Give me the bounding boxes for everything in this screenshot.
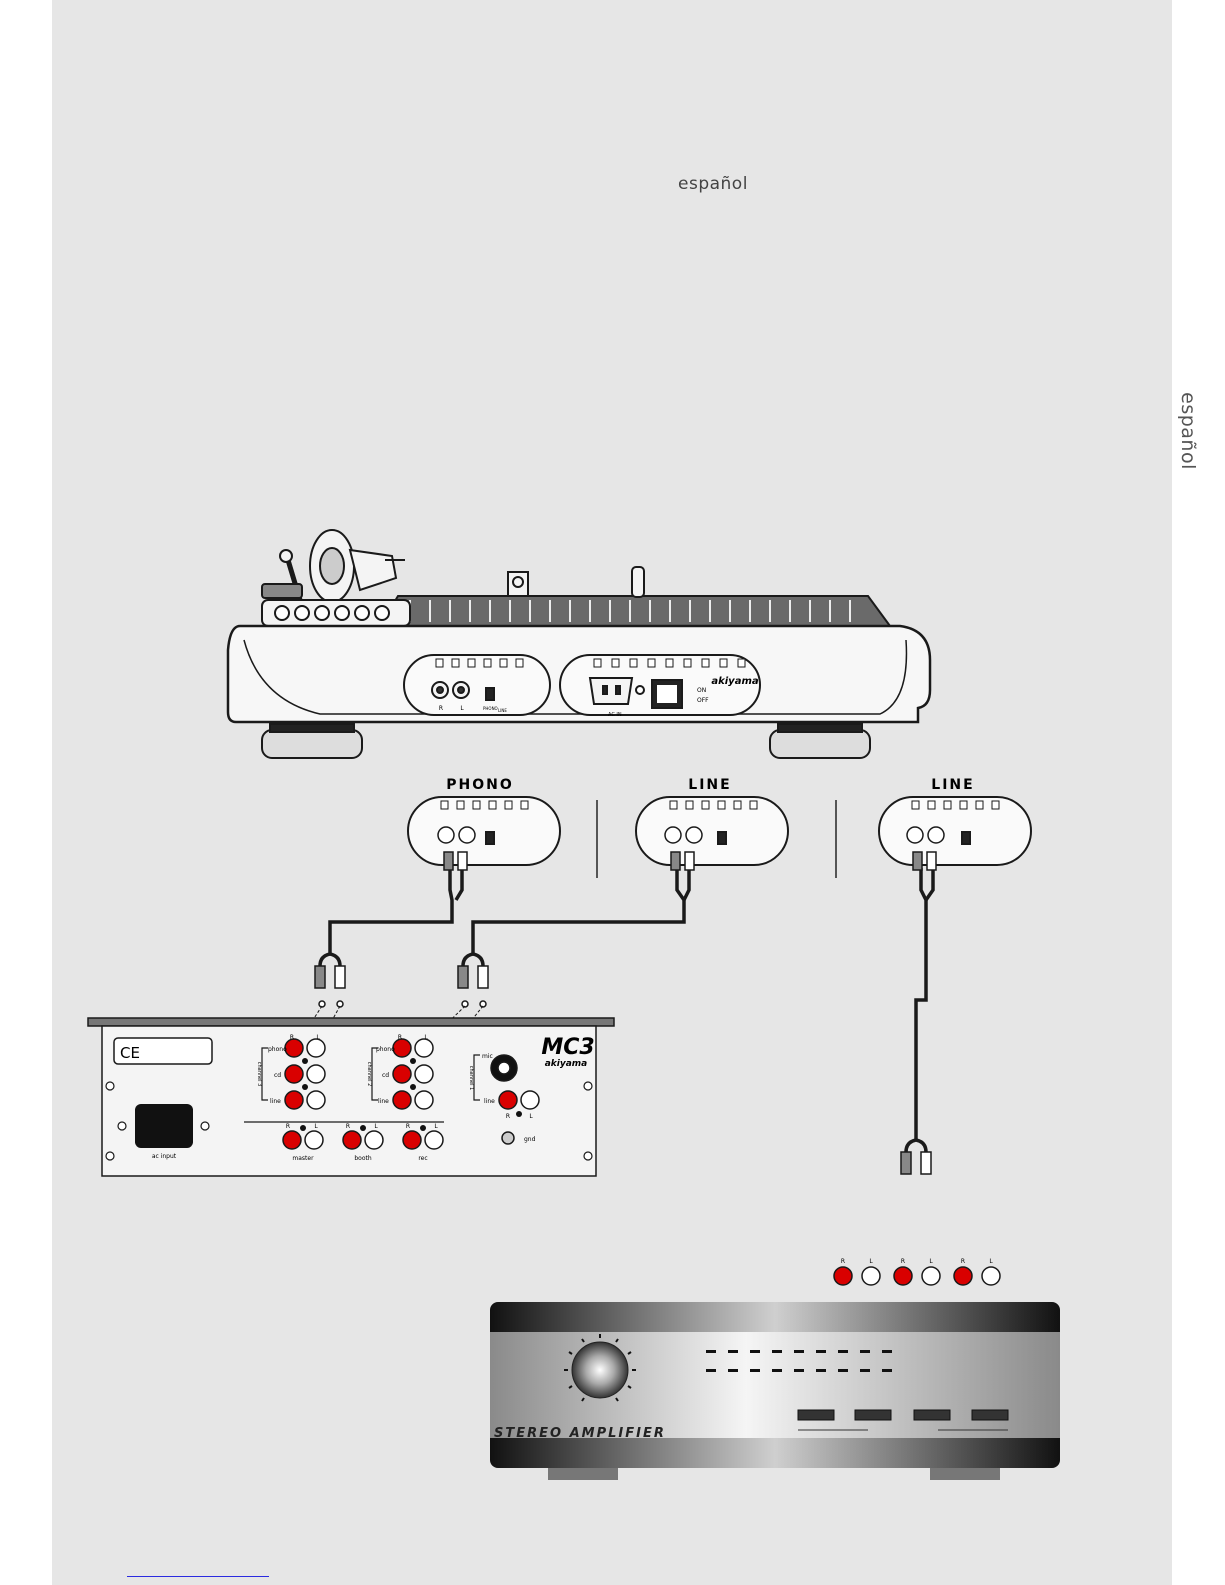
post-hole [513,577,523,587]
mode-panel-leds [441,801,999,809]
tt-screw [636,686,644,694]
master-label: master [292,1155,314,1162]
ch3-line-label: line [270,1098,281,1105]
amp-name: STEREO AMPLIFIER [494,1426,666,1441]
mixer-brand: akiyama [545,1059,588,1069]
counterweight-core [320,548,344,584]
booth-label: booth [354,1155,372,1162]
rec-label: rec [418,1155,427,1162]
mixer-ac-socket [135,1104,193,1148]
mode-jack-r-1 [438,827,454,843]
gnd-terminal [502,1132,514,1144]
tt-phono-line-switch [486,688,494,700]
label-channel-3: channel 3 [256,1062,262,1087]
amp-jack-r-3: R [961,1258,965,1265]
turntable-brand: akiyama [711,676,759,687]
tt-label-ac: AC IN [608,712,622,718]
tt-label-phono: PHONO [483,706,498,711]
mixer-ac-input-label: ac input [152,1153,177,1160]
amp-jack-l-1: L [869,1258,873,1265]
spindle [632,567,644,597]
platter-edge [380,596,890,626]
mode-jack-r-3 [907,827,923,843]
tt-label-line: LINE [498,708,507,713]
foot-right [770,730,870,758]
amp-front-panel [490,1332,1060,1438]
amp-jack-r-1: R [841,1258,845,1265]
rec-r-label: R [406,1123,410,1130]
ch1-mic-label: mic [482,1053,493,1060]
booth-r-label: R [346,1123,350,1130]
ch2-line-label: line [378,1098,389,1105]
ch1-r-label: R [506,1113,510,1120]
mixer-model: MC3 [541,1035,594,1060]
cable-phono-ch3 [330,868,452,954]
ch3-cd-label: cd [274,1072,281,1079]
mode-jack-l-1 [459,827,475,843]
ch2-cd-label: cd [382,1072,389,1079]
mode-panel-phono [408,797,560,865]
mode-jack-l-2 [686,827,702,843]
amp-jack-r-2: R [901,1258,905,1265]
mode-jack-l-3 [928,827,944,843]
pitch-dial [262,584,302,598]
ch1-line-label: line [484,1098,495,1105]
amp-foot-left [548,1468,618,1480]
cable-line-ch2 [473,868,684,954]
amp-foot-right [930,1468,1000,1480]
gnd-label: gnd [524,1136,536,1143]
ch3-phono-label: phono [268,1046,287,1053]
lever-knob [280,550,292,562]
amp-jack-l-2: L [929,1258,933,1265]
mode-panel-line-2 [879,797,1031,865]
label-channel-1: channel 1 [468,1066,474,1091]
tonearm-base [350,550,396,590]
ch2-r-label: R [398,1034,402,1041]
volume-knob[interactable] [572,1342,628,1398]
mode-jack-r-2 [665,827,681,843]
label-channel-2: channel 2 [366,1062,372,1087]
ce-mark: CE [120,1044,140,1062]
mode-label-phono: PHONO [446,777,514,793]
mode-label-line-2: LINE [931,777,974,793]
master-r-label: R [286,1123,290,1130]
amp-jack-l-3: L [989,1258,993,1265]
amplifier-input-jacks [834,1267,1000,1285]
turntable [228,530,930,758]
mixer-top-rail [88,1018,614,1026]
footer-link-underline [127,1576,269,1577]
mode-label-line-1: LINE [688,777,731,793]
tt-label-r: R [439,705,443,712]
turntable-phono-panel [404,655,550,715]
tt-label-off: OFF [697,697,709,704]
cable-line-to-amp [916,868,926,1140]
ch2-phono-label: phono [376,1046,395,1053]
ac-socket [590,678,632,704]
ch3-r-label: R [290,1034,294,1041]
amplifier [490,1302,1060,1480]
mode-panel-line-1 [636,797,788,865]
tt-label-on: ON [697,687,706,694]
foot-left [262,730,362,758]
